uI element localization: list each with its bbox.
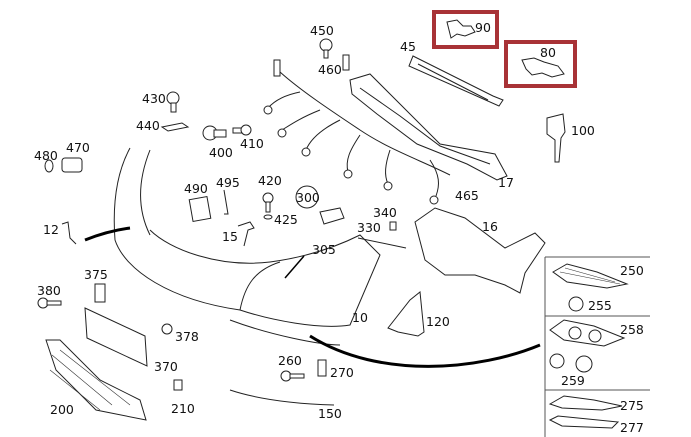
label-210: 210 <box>171 401 195 416</box>
label-490: 490 <box>184 181 208 196</box>
part-10-bumper <box>113 147 381 346</box>
part-275-grille <box>548 395 623 411</box>
part-258-grille <box>549 319 626 347</box>
label-300: 300 <box>296 190 320 205</box>
label-270: 270 <box>330 365 354 380</box>
part-12-bracket <box>61 221 77 245</box>
label-495: 495 <box>216 175 240 190</box>
label-440: 440 <box>136 118 160 133</box>
part-465-wiring-harness <box>263 59 451 205</box>
variant-panel <box>544 256 650 437</box>
label-470: 470 <box>66 140 90 155</box>
arrow-305 <box>284 255 305 279</box>
part-100-bracket <box>546 113 566 163</box>
part-330-strip <box>357 237 407 249</box>
label-480: 480 <box>34 148 58 163</box>
part-16-bracket <box>414 207 546 294</box>
label-15: 15 <box>222 229 238 244</box>
part-15-bracket <box>237 221 255 247</box>
part-80-bracket <box>521 57 565 78</box>
label-260: 260 <box>278 353 302 368</box>
part-277-trim <box>548 415 620 429</box>
part-260-bolt <box>280 370 305 382</box>
part-400-sensor <box>202 125 227 141</box>
part-120-bracket <box>387 291 425 337</box>
label-425: 425 <box>274 212 298 227</box>
part-430-bolt <box>166 91 180 113</box>
part-17-carrier <box>349 73 508 181</box>
label-330: 330 <box>357 220 381 235</box>
label-17: 17 <box>498 175 514 190</box>
label-250: 250 <box>620 263 644 278</box>
arrow-12 <box>84 226 131 242</box>
part-450-bolt <box>319 38 333 59</box>
part-90-bracket <box>446 19 476 39</box>
part-495-bracket <box>223 189 229 215</box>
part-270-bracket <box>317 359 327 377</box>
label-410: 410 <box>240 136 264 151</box>
part-200-grille <box>45 339 147 421</box>
part-480-ring <box>44 159 54 173</box>
label-370: 370 <box>154 359 178 374</box>
part-45-absorber <box>408 55 504 107</box>
label-420: 420 <box>258 173 282 188</box>
part-490-module <box>188 196 212 222</box>
label-258: 258 <box>620 322 644 337</box>
label-380: 380 <box>37 283 61 298</box>
label-305: 305 <box>312 242 336 257</box>
part-440-nut <box>160 122 190 132</box>
part-210-clip <box>173 379 183 391</box>
label-10: 10 <box>352 310 368 325</box>
part-470-sensor <box>61 157 83 173</box>
label-90: 90 <box>475 20 491 35</box>
label-465: 465 <box>455 188 479 203</box>
label-120: 120 <box>426 314 450 329</box>
part-370-plate-holder <box>84 307 148 367</box>
part-150-trim <box>229 389 335 406</box>
label-259: 259 <box>561 373 585 388</box>
part-410-bolt <box>232 124 252 136</box>
part-300-tow-cover <box>295 185 345 225</box>
highlight-box-90 <box>432 10 499 49</box>
part-259-rings <box>549 353 593 373</box>
label-430: 430 <box>142 91 166 106</box>
label-12: 12 <box>43 222 59 237</box>
label-80: 80 <box>540 45 556 60</box>
label-378: 378 <box>175 329 199 344</box>
label-275: 275 <box>620 398 644 413</box>
part-378-clip <box>161 323 173 335</box>
label-150: 150 <box>318 406 342 421</box>
label-16: 16 <box>482 219 498 234</box>
label-400: 400 <box>209 145 233 160</box>
part-460-clip <box>342 54 350 71</box>
label-375: 375 <box>84 267 108 282</box>
part-380-bolt <box>37 297 62 309</box>
highlight-box-80 <box>504 40 577 88</box>
part-420-bolt <box>262 192 274 220</box>
part-340-clip <box>389 221 397 231</box>
label-200: 200 <box>50 402 74 417</box>
label-450: 450 <box>310 23 334 38</box>
part-250-grille <box>552 263 629 289</box>
part-375-bracket <box>94 283 106 303</box>
part-255-ring <box>568 296 584 312</box>
label-277: 277 <box>620 420 644 435</box>
label-45: 45 <box>400 39 416 54</box>
label-340: 340 <box>373 205 397 220</box>
arrow-variants <box>309 334 541 368</box>
label-460: 460 <box>318 62 342 77</box>
label-100: 100 <box>571 123 595 138</box>
label-255: 255 <box>588 298 612 313</box>
